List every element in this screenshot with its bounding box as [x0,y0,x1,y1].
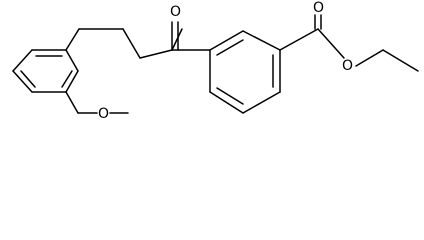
aromatic-inner-bond [20,70,36,88]
bond [65,70,79,93]
methoxyphenyl-ring [12,49,79,93]
carbonyl-oxygen-label: O [313,0,324,16]
bond [12,49,33,72]
bond [242,91,281,114]
propanone-chain: O [65,4,211,59]
aromatic-inner-bond [216,39,244,56]
bond [65,91,79,114]
ethyl-ester-group: O O [279,0,419,74]
bond [65,49,79,72]
ester-oxygen-label: O [342,58,353,74]
aromatic-inner-bond [216,87,244,105]
benzoate-ring [209,30,281,114]
bond [139,49,173,59]
bond [12,70,33,93]
methoxy-group: O [65,91,129,122]
bond [122,28,141,59]
methoxy-oxygen-label: O [98,106,109,122]
aromatic-inner-bond [61,70,73,88]
bond [382,49,419,72]
bond [242,30,281,51]
bond [279,28,319,51]
bond [171,28,183,51]
bond [355,49,384,67]
bond [209,30,244,51]
bond [317,28,345,59]
ketone-oxygen-label: O [170,4,181,20]
chemical-structure-drawing: O O O O [12,0,419,122]
bond [209,91,244,114]
bond [65,28,80,51]
